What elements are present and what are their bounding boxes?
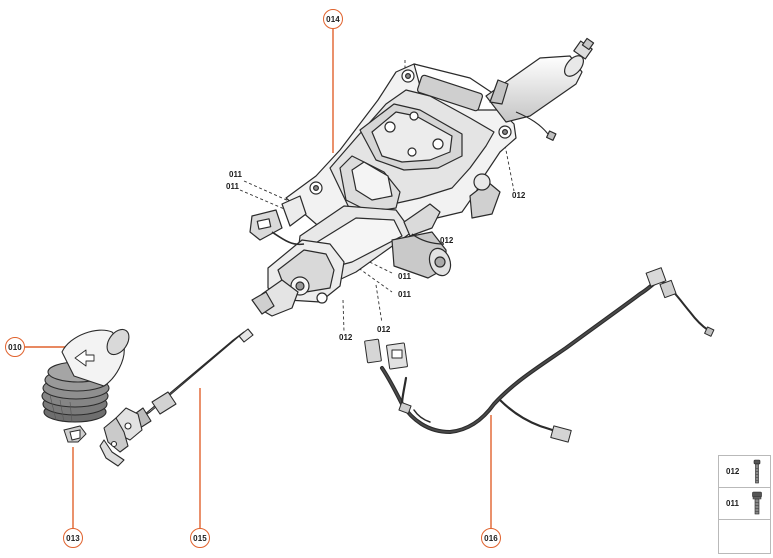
fastener-label-012: 012 <box>512 191 526 200</box>
fastener-label-011: 011 <box>398 272 411 281</box>
wiring-harness <box>380 278 709 438</box>
fastener-legend: 012 011 <box>718 455 771 554</box>
clip-013 <box>63 425 87 443</box>
legend-row-011: 011 <box>719 488 770 520</box>
fastener-label-012: 012 <box>377 325 391 334</box>
callout-016: 016 <box>481 528 501 548</box>
intermediate-shaft <box>99 328 254 467</box>
fastener-label-012: 012 <box>339 333 353 342</box>
steering-column-assembly <box>249 37 595 317</box>
leader-lines <box>25 29 492 528</box>
fastener-label-011: 011 <box>226 182 239 191</box>
bolt-012-icon <box>753 459 761 484</box>
callout-010: 010 <box>5 337 25 357</box>
fastener-label-012: 012 <box>440 236 454 245</box>
harness-connectors <box>364 267 715 443</box>
steering-boot <box>41 328 130 423</box>
callout-014: 014 <box>323 9 343 29</box>
fastener-label-011: 011 <box>229 170 242 179</box>
fastener-label-011: 011 <box>398 290 411 299</box>
legend-row-arrow <box>719 520 770 553</box>
bolt-011-icon <box>752 491 762 515</box>
callout-013: 013 <box>63 528 83 548</box>
legend-label-011: 011 <box>726 499 739 508</box>
callout-015: 015 <box>190 528 210 548</box>
legend-row-012: 012 <box>719 456 770 488</box>
legend-label-012: 012 <box>726 467 740 476</box>
